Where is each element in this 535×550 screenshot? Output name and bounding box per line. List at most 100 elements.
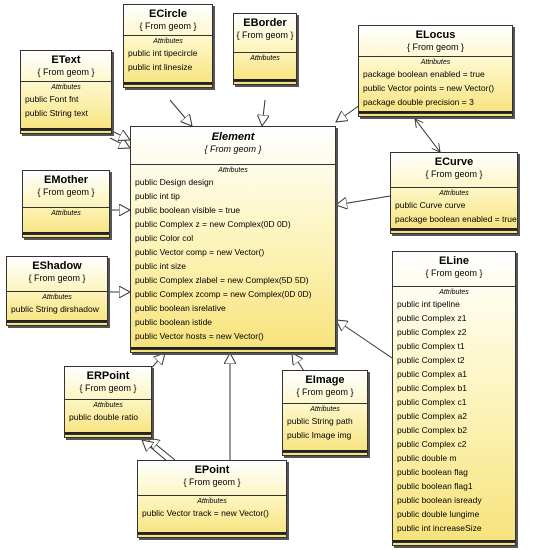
- class-emother[interactable]: EMother { From geom } Attributes: [22, 170, 110, 238]
- attribute: public boolean isready: [397, 495, 482, 505]
- attribute: public Complex c2: [397, 439, 467, 449]
- operations-divider: [359, 111, 512, 113]
- class-package: { From geom }: [425, 169, 483, 179]
- attribute: public Complex b2: [397, 425, 467, 435]
- attribute: public int tipeline: [397, 299, 460, 309]
- operations-divider: [21, 128, 111, 130]
- attributes-section: Attributes package boolean enabled = tru…: [359, 56, 512, 109]
- attributes-section: Attributes public Design design public i…: [131, 164, 335, 343]
- attribute: public boolean flag1: [397, 481, 473, 491]
- operations-section: [23, 234, 109, 237]
- attributes-section: Attributes public Vector track = new Vec…: [138, 495, 286, 520]
- operations-section: [234, 81, 296, 84]
- operations-section: [391, 230, 517, 233]
- attribute: package double precision = 3: [363, 97, 474, 107]
- attribute: public Complex c1: [397, 397, 467, 407]
- class-name: EBorder: [243, 17, 287, 29]
- attributes-title: Attributes: [93, 402, 123, 409]
- class-eimage[interactable]: EImage { From geom } Attributes public S…: [282, 370, 368, 456]
- class-header: ECircle { From geom }: [124, 5, 212, 35]
- attribute: public double lungime: [397, 509, 480, 519]
- attribute: public int linesize: [128, 62, 193, 72]
- attribute: package boolean enabled = true: [395, 214, 517, 224]
- attribute: public Vector comp = new Vector(): [135, 247, 265, 257]
- class-header: EMother { From geom }: [23, 171, 109, 201]
- class-element[interactable]: Element { From geom } Attributes public …: [130, 126, 336, 353]
- class-name: ELine: [439, 255, 469, 267]
- operations-divider: [234, 79, 296, 81]
- class-ecircle[interactable]: ECircle { From geom } Attributes public …: [123, 4, 213, 88]
- attribute: public Complex t1: [397, 341, 465, 351]
- attribute: public int increaseSize: [397, 523, 482, 533]
- operations-divider: [124, 82, 212, 84]
- attribute: public Vector hosts = new Vector(): [135, 331, 264, 341]
- attribute: public boolean flag: [397, 467, 468, 477]
- attribute: public Vector points = new Vector(): [363, 83, 495, 93]
- attributes-title: Attributes: [439, 190, 469, 197]
- operations-divider: [23, 232, 109, 234]
- attribute: public Curve curve: [395, 200, 466, 210]
- class-header: ECurve { From geom }: [391, 153, 517, 183]
- attribute: public Complex z = new Complex(0D 0D): [135, 219, 291, 229]
- class-eshadow[interactable]: EShadow { From geom } Attributes public …: [6, 256, 108, 326]
- class-package: { From geom }: [296, 387, 354, 397]
- attribute: public Complex b1: [397, 383, 467, 393]
- attribute: public boolean isrelative: [135, 303, 226, 313]
- class-package: { From geom }: [79, 383, 137, 393]
- attribute: public Complex z1: [397, 313, 467, 323]
- class-package: { From geom }: [183, 477, 241, 487]
- attributes-section: Attributes: [23, 207, 109, 218]
- attributes-section: Attributes public String path public Ima…: [283, 403, 367, 442]
- class-package: { From geom }: [28, 273, 86, 283]
- attribute: public Complex t2: [397, 355, 465, 365]
- attributes-section: Attributes public int tipecircle public …: [124, 35, 212, 74]
- attributes-section: Attributes public double ratio: [65, 399, 151, 424]
- attributes-title: Attributes: [218, 167, 248, 174]
- class-header: EBorder { From geom }: [234, 14, 296, 44]
- attribute: public Complex zlabel = new Complex(5D 5…: [135, 275, 309, 285]
- class-eline[interactable]: ELine { From geom } Attributes public in…: [392, 251, 516, 546]
- attributes-section: Attributes public Font fnt public String…: [21, 81, 111, 120]
- class-header: ELocus { From geom }: [359, 26, 512, 56]
- attribute: public Font fnt: [25, 94, 79, 104]
- class-name: EText: [51, 54, 81, 66]
- class-header: EPoint { From geom }: [138, 461, 286, 491]
- attribute: public double m: [397, 453, 457, 463]
- class-name: ERPoint: [86, 370, 130, 382]
- class-epoint[interactable]: EPoint { From geom } Attributes public V…: [137, 460, 287, 538]
- class-name: EShadow: [32, 260, 82, 272]
- attribute: public int tipecircle: [128, 48, 198, 58]
- class-name: ECurve: [434, 156, 474, 168]
- edge-etext-element: [109, 137, 130, 148]
- class-erpoint[interactable]: ERPoint { From geom } Attributes public …: [64, 366, 152, 438]
- operations-section: [131, 349, 335, 352]
- class-ecurve[interactable]: ECurve { From geom } Attributes public C…: [390, 152, 518, 234]
- attribute: public Design design: [135, 177, 214, 187]
- class-name: ELocus: [415, 29, 456, 41]
- attributes-section: Attributes: [234, 52, 296, 63]
- attributes-section: Attributes public int tipeline public Co…: [393, 286, 515, 535]
- class-header: ELine { From geom }: [393, 252, 515, 282]
- attribute: public int tip: [135, 191, 180, 201]
- class-name: EPoint: [194, 464, 230, 476]
- operations-section: [65, 434, 151, 437]
- edge-elocus-ecurve: [415, 119, 440, 152]
- attributes-title: Attributes: [250, 55, 280, 62]
- attributes-title: Attributes: [51, 210, 81, 217]
- operations-section: [21, 130, 111, 133]
- attributes-title: Attributes: [42, 294, 72, 301]
- class-eborder[interactable]: EBorder { From geom } Attributes: [233, 13, 297, 85]
- attributes-title: Attributes: [420, 59, 451, 66]
- attributes-title: Attributes: [310, 406, 340, 413]
- attribute: public String dirshadow: [11, 304, 99, 314]
- attribute: public boolean visible = true: [135, 205, 241, 215]
- attribute: public Complex zcomp = new Complex(0D 0D…: [135, 289, 312, 299]
- attributes-title: Attributes: [439, 289, 469, 296]
- attribute: public double ratio: [69, 412, 138, 422]
- class-etext[interactable]: EText { From geom } Attributes public Fo…: [20, 50, 112, 134]
- class-header: Element { From geom }: [131, 127, 335, 158]
- operations-divider: [131, 347, 335, 349]
- attribute: public boolean istide: [135, 317, 213, 327]
- class-elocus[interactable]: ELocus { From geom } Attributes package …: [358, 25, 513, 117]
- attributes-section: Attributes public Curve curve package bo…: [391, 187, 517, 226]
